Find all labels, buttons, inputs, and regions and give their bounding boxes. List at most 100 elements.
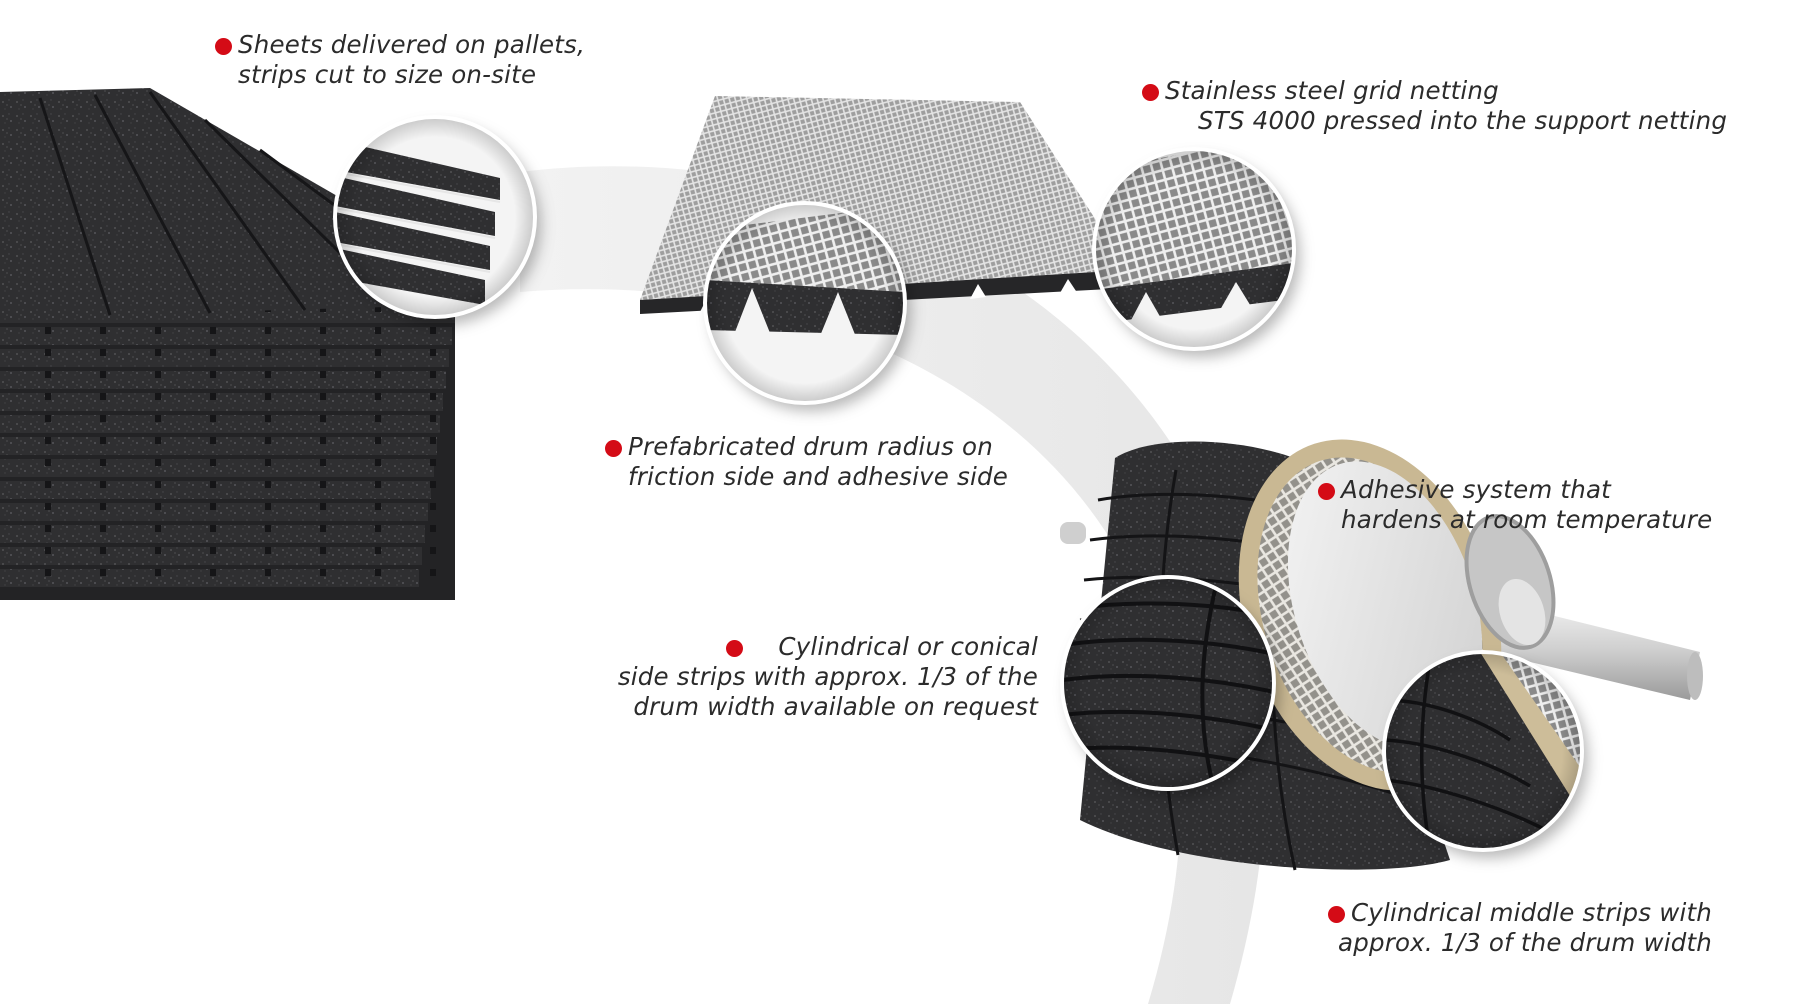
sheet-groove [320, 481, 326, 488]
callout-bullet [725, 640, 743, 657]
sheet-groove [45, 393, 51, 400]
sheet-layer [0, 371, 446, 389]
sheet-groove [100, 349, 106, 356]
sheet-groove [155, 415, 161, 422]
sheet-layer [0, 327, 452, 345]
callout-line: Cylindrical or conical [778, 632, 1038, 661]
sheet-groove [100, 415, 106, 422]
callout-bullet [1142, 84, 1159, 101]
sheet-groove [430, 481, 436, 488]
callout-bullet [605, 440, 622, 457]
sheet-groove [210, 327, 216, 334]
sheet-groove [210, 503, 216, 510]
sheet-groove [430, 349, 436, 356]
sheet-groove [155, 569, 161, 576]
sheet-layer [0, 525, 425, 543]
sheet-groove [210, 349, 216, 356]
sheet-groove [265, 415, 271, 422]
sheet-groove [375, 349, 381, 356]
sheet-groove [320, 349, 326, 356]
lens-drum-radius [703, 201, 907, 405]
sheet-groove [320, 525, 326, 532]
sheet-groove [100, 459, 106, 466]
lens-sheet-edges [333, 115, 537, 319]
sheet-groove [265, 481, 271, 488]
callout-line: friction side and adhesive side [628, 462, 1009, 491]
sheet-groove [100, 437, 106, 444]
lens-side-strips [1060, 575, 1276, 791]
callout-drum-radius: Prefabricated drum radius on friction si… [605, 432, 1009, 492]
sheet-groove [430, 371, 436, 378]
sheet-groove [265, 459, 271, 466]
sheet-groove [265, 569, 271, 576]
sheet-groove [155, 459, 161, 466]
sheet-groove [100, 481, 106, 488]
sheet-groove [45, 437, 51, 444]
sheet-groove [155, 393, 161, 400]
sheet-groove [45, 569, 51, 576]
sheet-layer [0, 437, 437, 455]
callout-line: hardens at room temperature [1341, 505, 1713, 534]
sheet-groove [320, 393, 326, 400]
sheet-groove [430, 415, 436, 422]
sheet-layer [0, 415, 440, 433]
lens-middle-strips [1382, 650, 1584, 852]
sheet-groove [375, 437, 381, 444]
sheet-groove [210, 525, 216, 532]
sheet-groove [375, 525, 381, 532]
sheet-groove [45, 481, 51, 488]
sheet-groove [210, 415, 216, 422]
sheet-groove [375, 415, 381, 422]
callout-bullet [1327, 906, 1345, 923]
sheet-groove [430, 525, 436, 532]
sheet-groove [45, 327, 51, 334]
sheet-groove [210, 569, 216, 576]
sheet-groove [375, 569, 381, 576]
sheet-groove [375, 459, 381, 466]
sheet-groove [375, 305, 381, 312]
sheet-groove [320, 371, 326, 378]
sheet-groove [155, 525, 161, 532]
callout-line: STS 4000 pressed into the support nettin… [1198, 106, 1728, 135]
sheet-groove [210, 437, 216, 444]
sheet-groove [430, 459, 436, 466]
callout-line: Prefabricated drum radius on [628, 432, 993, 461]
sheet-groove [45, 349, 51, 356]
callout-bullet [1318, 483, 1335, 500]
sheet-groove [45, 415, 51, 422]
sheet-groove [265, 525, 271, 532]
sheet-groove [265, 503, 271, 510]
sheet-groove [155, 503, 161, 510]
sheet-groove [210, 393, 216, 400]
lens-steel-grid [1092, 147, 1296, 351]
callout-line: strips cut to size on-site [238, 60, 537, 89]
sheet-layer [0, 569, 419, 587]
sheet-groove [210, 481, 216, 488]
callout-line: Sheets delivered on pallets, [238, 30, 585, 59]
sheet-groove [100, 525, 106, 532]
callout-line: approx. 1/3 of the drum width [1337, 928, 1712, 957]
sheet-groove [155, 371, 161, 378]
sheet-groove [210, 459, 216, 466]
callout-bullet [215, 38, 232, 55]
callout-line: Adhesive system that [1341, 475, 1611, 504]
sheet-layer [0, 459, 434, 477]
sheet-groove [265, 327, 271, 334]
sheet-groove [375, 327, 381, 334]
sheet-groove [320, 459, 326, 466]
sheet-groove [430, 327, 436, 334]
sheet-groove [45, 525, 51, 532]
callout-line: Stainless steel grid netting [1165, 76, 1499, 105]
sheet-groove [45, 459, 51, 466]
sheet-groove [320, 437, 326, 444]
sheet-groove [265, 371, 271, 378]
sheet-layer [0, 393, 443, 411]
sheet-groove [375, 547, 381, 554]
sheet-groove [100, 503, 106, 510]
sheet-groove [155, 349, 161, 356]
sheet-groove [100, 393, 106, 400]
sheet-groove [430, 503, 436, 510]
callout-line: side strips with approx. 1/3 of the [617, 662, 1038, 691]
sheet-groove [375, 503, 381, 510]
